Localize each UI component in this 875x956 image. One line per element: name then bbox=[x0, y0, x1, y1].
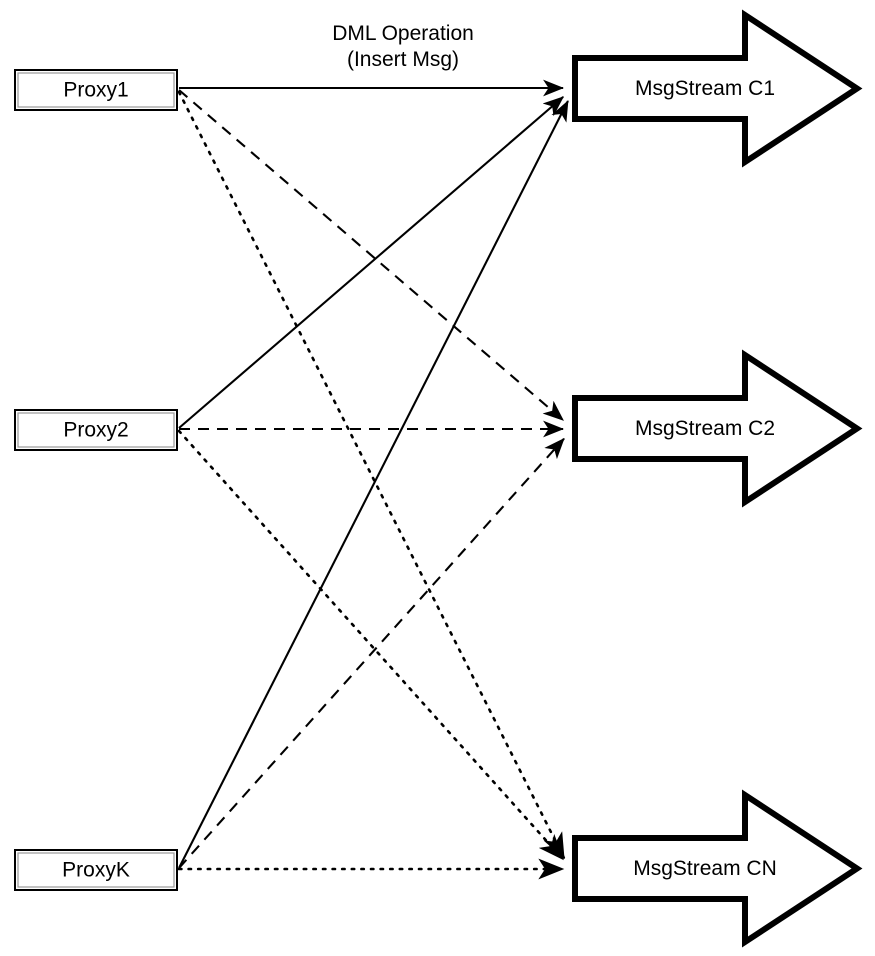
msgstream-arrow-shape-cn bbox=[572, 789, 863, 948]
proxy-node-proxy1[interactable]: Proxy1 bbox=[14, 69, 178, 111]
edge-label-insert-msg: (Insert Msg) bbox=[347, 48, 459, 71]
proxy-box-inner-proxyk bbox=[17, 852, 175, 888]
edge-proxy1-cn bbox=[177, 90, 566, 860]
proxy-node-proxy2[interactable]: Proxy2 bbox=[14, 409, 178, 451]
edge-proxyk-c2 bbox=[178, 437, 565, 869]
msgstream-label-cn: MsgStream CN bbox=[633, 857, 777, 880]
msgstream-arrow-shape-c1 bbox=[572, 9, 863, 168]
proxy-box-proxyk bbox=[14, 849, 178, 891]
edge-proxy1-c2 bbox=[178, 89, 564, 421]
proxy-box-proxy1 bbox=[14, 69, 178, 111]
streams-layer: MsgStream C1 MsgStream C2 MsgStream CN bbox=[572, 9, 863, 948]
msgstream-c2[interactable]: MsgStream C2 bbox=[572, 349, 863, 508]
edge-proxy2-c1 bbox=[178, 96, 564, 429]
proxy-box-inner-proxy2 bbox=[17, 412, 175, 448]
msgstream-label-c2: MsgStream C2 bbox=[635, 417, 775, 440]
msgstream-c1[interactable]: MsgStream C1 bbox=[572, 9, 863, 168]
edges-layer bbox=[177, 79, 569, 880]
proxy-label-proxyk: ProxyK bbox=[62, 859, 130, 882]
msgstream-cn[interactable]: MsgStream CN bbox=[572, 789, 863, 948]
edge-proxyk-c1 bbox=[178, 100, 569, 869]
edge-proxy2-cn bbox=[177, 429, 565, 861]
proxy-label-proxy2: Proxy2 bbox=[63, 419, 128, 442]
proxy-box-proxy2 bbox=[14, 409, 178, 451]
proxy-node-proxyk[interactable]: ProxyK bbox=[14, 849, 178, 891]
edge-label-dml-operation: DML Operation bbox=[332, 22, 474, 45]
proxy-label-proxy1: Proxy1 bbox=[63, 79, 128, 102]
proxy-box-inner-proxy1 bbox=[17, 72, 175, 108]
msgstream-arrow-shape-c2 bbox=[572, 349, 863, 508]
msgstream-label-c1: MsgStream C1 bbox=[635, 77, 775, 100]
